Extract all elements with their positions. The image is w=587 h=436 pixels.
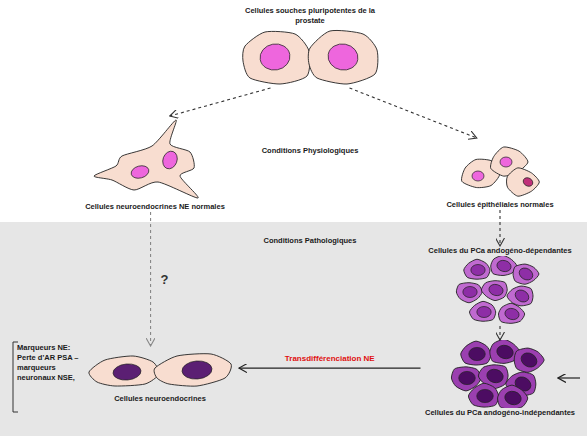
- cell-nucleus: [181, 360, 212, 381]
- cell-nucleus: [477, 307, 491, 318]
- cell-nucleus: [477, 389, 494, 402]
- cell-nucleus: [459, 371, 476, 384]
- zone-label: Conditions Pathologiques: [264, 236, 357, 246]
- cell-outline: [456, 283, 482, 303]
- cell-outline: [243, 31, 310, 84]
- arrow-connector: [499, 326, 500, 340]
- cell-label: Cellules du PCa andogéno-indépendantes: [425, 408, 575, 418]
- zone-label: Conditions Physiologiques: [262, 146, 359, 156]
- arrow-connector: [499, 210, 500, 246]
- arrow-connector: [350, 88, 477, 138]
- pathology-zone: [0, 222, 587, 436]
- cell-outline: [513, 264, 539, 284]
- cell-label: Cellules neuroendocrines: [114, 394, 206, 404]
- cell-nucleus: [326, 42, 360, 73]
- cell-nucleus: [471, 265, 485, 276]
- cell-nucleus: [130, 164, 150, 180]
- arrow-connector: [239, 368, 421, 369]
- cell-illustration: [450, 340, 550, 408]
- cell-outline: [498, 385, 528, 408]
- cell-outline: [481, 281, 507, 301]
- cell-outline: [498, 303, 524, 323]
- cell-outline: [507, 168, 540, 196]
- cell-label: Cellules épithéliales normales: [446, 200, 553, 210]
- cell-nucleus: [258, 42, 292, 73]
- cell-nucleus: [485, 367, 504, 384]
- cell-nucleus: [463, 287, 477, 298]
- cell-outline: [469, 301, 495, 321]
- cell-nucleus: [517, 266, 535, 283]
- cell-nucleus: [112, 363, 141, 381]
- cell-nucleus: [503, 389, 522, 406]
- cell-group: Cellules souches pluripotentes de la pro…: [231, 6, 389, 88]
- edge-label: Transdifférenciation NE: [283, 354, 377, 363]
- cell-nucleus: [513, 288, 531, 305]
- cell-group: Cellules du PCa andogéno-indépendantes: [421, 340, 580, 418]
- cell-illustration: [450, 138, 550, 200]
- cell-group: Cellules neuroendocrines NE normales: [81, 116, 229, 212]
- cell-outline: [154, 354, 231, 386]
- arrow-connector: [170, 88, 271, 116]
- cell-label: Cellules neuroendocrines NE normales: [85, 202, 225, 212]
- cell-nucleus: [522, 176, 535, 188]
- cell-outline: [514, 348, 544, 372]
- edge-label: ?: [159, 272, 171, 287]
- cell-outline: [308, 30, 378, 84]
- marker-note: Marqueurs NE: Perte d'AR PSA – marqueurs…: [17, 343, 79, 383]
- cell-outline: [468, 383, 498, 407]
- cell-nucleus: [519, 350, 540, 370]
- cell-group: Cellules épithéliales normales: [442, 138, 558, 210]
- cell-outline: [461, 341, 491, 365]
- arrow-connector: [150, 212, 151, 346]
- cell-nucleus: [472, 171, 484, 181]
- cell-outline: [464, 259, 490, 279]
- cell-nucleus: [504, 307, 521, 321]
- cell-illustration: [455, 256, 545, 326]
- cell-group: Cellules neuroendocrines: [81, 346, 239, 404]
- cell-outline: [89, 356, 159, 386]
- cell-group: Cellules du PCa andogéno-dépendantes: [424, 246, 576, 326]
- cell-illustration: [90, 116, 220, 202]
- cell-label: Cellules souches pluripotentes de la pro…: [243, 6, 377, 26]
- cell-outline: [94, 120, 198, 198]
- cell-nucleus: [469, 347, 486, 360]
- cell-illustration: [235, 26, 385, 88]
- cell-nucleus: [160, 149, 179, 171]
- pointer-arrow: [558, 377, 580, 378]
- cell-nucleus: [495, 343, 514, 360]
- cell-nucleus: [500, 157, 512, 167]
- cell-nucleus: [488, 283, 505, 297]
- cell-nucleus: [496, 259, 513, 273]
- cell-label: Cellules du PCa andogéno-dépendantes: [428, 246, 571, 256]
- cell-illustration: [85, 346, 235, 394]
